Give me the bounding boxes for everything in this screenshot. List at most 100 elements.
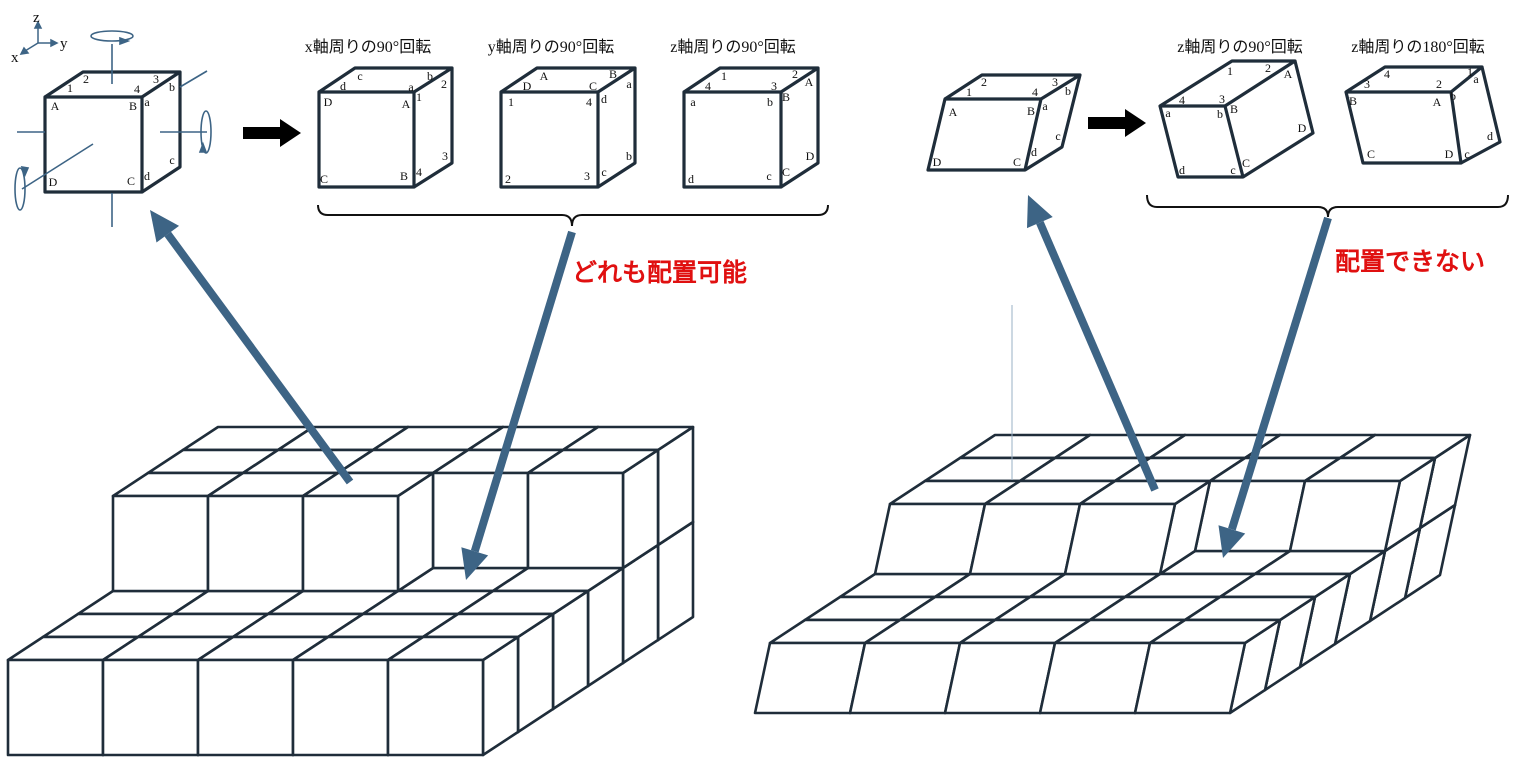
cube-label: 1: [966, 85, 972, 99]
cube-label: 3: [1364, 77, 1370, 91]
arrow-shaft: [470, 230, 576, 553]
cube-label: C: [1367, 147, 1375, 161]
cube-label: 2: [1436, 77, 1442, 91]
cube-label: A: [51, 99, 60, 113]
cube-right-edges: [1024, 74, 1082, 172]
arrowhead-icon: [1027, 195, 1053, 229]
cube-label: 4: [416, 165, 422, 179]
arrow-shaft: [1088, 117, 1126, 129]
block-stacks: [6, 425, 1472, 757]
cube-front-face: [926, 97, 1043, 172]
x-rotation-axis-front: [21, 143, 94, 190]
cubes: [43, 59, 1502, 194]
y-rotation-circle-icon: [200, 110, 212, 154]
cube-label: d: [1487, 129, 1493, 143]
cube-right-edges: [597, 68, 637, 189]
x-arrowhead-icon: [19, 46, 30, 55]
cube-label: b: [1065, 84, 1071, 98]
title-sheared-rot-z-180: z軸周りの180°回転: [1351, 38, 1485, 56]
arrowhead-icon: [150, 210, 180, 243]
cube-top-edges: [944, 73, 1082, 101]
block-front-face: [291, 658, 390, 757]
arrow-sheared-block-to-cube: [1027, 195, 1159, 492]
cube-right-edges: [413, 68, 454, 189]
cube-label: D: [523, 79, 532, 93]
block-front-face: [1063, 502, 1177, 576]
z-rotation-arrowhead-icon: [119, 36, 131, 46]
cube-label: c: [1464, 147, 1469, 161]
block-front-face: [873, 502, 987, 576]
cube-label: d: [688, 172, 694, 186]
arrowhead-icon: [1218, 525, 1246, 558]
rotation-axes: [14, 30, 212, 227]
cube-label: 3: [1052, 75, 1058, 89]
block-front-face: [111, 494, 210, 593]
blue-arrows: [150, 195, 1332, 580]
caption-all-placeable: どれも配置可能: [572, 258, 747, 287]
cube-label: c: [766, 169, 771, 183]
cube-label: C: [127, 174, 135, 188]
block-front-face: [196, 658, 295, 757]
cube-label: 4: [134, 82, 140, 96]
arrow-shaft: [1228, 216, 1332, 531]
cube-label: 1: [1467, 65, 1473, 79]
cube-label: D: [1445, 147, 1454, 161]
z-arrowhead-icon: [33, 20, 43, 29]
cube-label: 4: [1384, 67, 1390, 81]
block-front-face: [526, 471, 625, 570]
cube-label: B: [609, 67, 617, 81]
cube-label: A: [1284, 67, 1293, 81]
block-front-face: [206, 494, 305, 593]
cube-label: 1: [416, 90, 422, 104]
cube-label: d: [1179, 163, 1185, 177]
cube-label: 1: [1227, 64, 1233, 78]
arrow-shaft: [1036, 220, 1159, 492]
transform-arrow-right: [1088, 109, 1146, 137]
brace-right: [1146, 194, 1509, 218]
cube-right-edges: [1460, 66, 1502, 165]
cube-label: D: [1298, 121, 1307, 135]
x-rotation-circle-icon: [14, 167, 26, 211]
cube-label: 4: [1179, 93, 1185, 107]
cube-label: 3: [153, 72, 159, 86]
x-rotation-arrowhead-icon: [20, 165, 30, 178]
arrow-block-to-cube: [150, 210, 354, 485]
y-axis-label: y: [60, 36, 68, 52]
block-front-face: [943, 641, 1057, 715]
cube-right-edges: [780, 68, 820, 189]
rot-z-cube: [682, 66, 820, 189]
cube-label: a: [408, 80, 414, 94]
cube-label: C: [589, 79, 597, 93]
cube-label: d: [601, 92, 607, 106]
block-front-face: [301, 494, 400, 593]
cube-label: a: [626, 77, 632, 91]
y-rotation-arrowhead-icon: [198, 141, 208, 153]
brace-left: [317, 204, 829, 227]
rot-y-cube: [499, 66, 637, 189]
cube-label: c: [169, 153, 174, 167]
cube-label: D: [324, 95, 333, 109]
title-rot-z-90: z軸周りの90°回転: [670, 38, 796, 56]
block-front-face: [6, 658, 105, 757]
cube-label: b: [169, 80, 175, 94]
z-rotation-circle-icon: [90, 30, 134, 42]
cube-label: B: [400, 169, 408, 183]
cube-label: 1: [67, 81, 73, 95]
cube-label: c: [1055, 129, 1060, 143]
sheared-rot-z-180-cube: [1344, 65, 1502, 165]
sheared-block-stack: [753, 433, 1472, 715]
title-sheared-rot-z-90: z軸周りの90°回転: [1177, 38, 1303, 56]
rot-x-cube: [317, 66, 454, 189]
cube-top-edges: [500, 66, 637, 94]
cube-label: c: [357, 69, 362, 83]
cube-label: 2: [981, 75, 987, 89]
cube-right-edges: [1242, 60, 1315, 179]
arrowhead-icon: [461, 547, 489, 580]
right-arrow-icon: [280, 119, 301, 147]
cube-top-edges: [1159, 59, 1297, 108]
title-rot-y-90: y軸周りの90°回転: [488, 38, 614, 56]
cube-right-edges: [141, 72, 182, 194]
cube-label: a: [1473, 72, 1479, 86]
cube-label: b: [767, 95, 773, 109]
